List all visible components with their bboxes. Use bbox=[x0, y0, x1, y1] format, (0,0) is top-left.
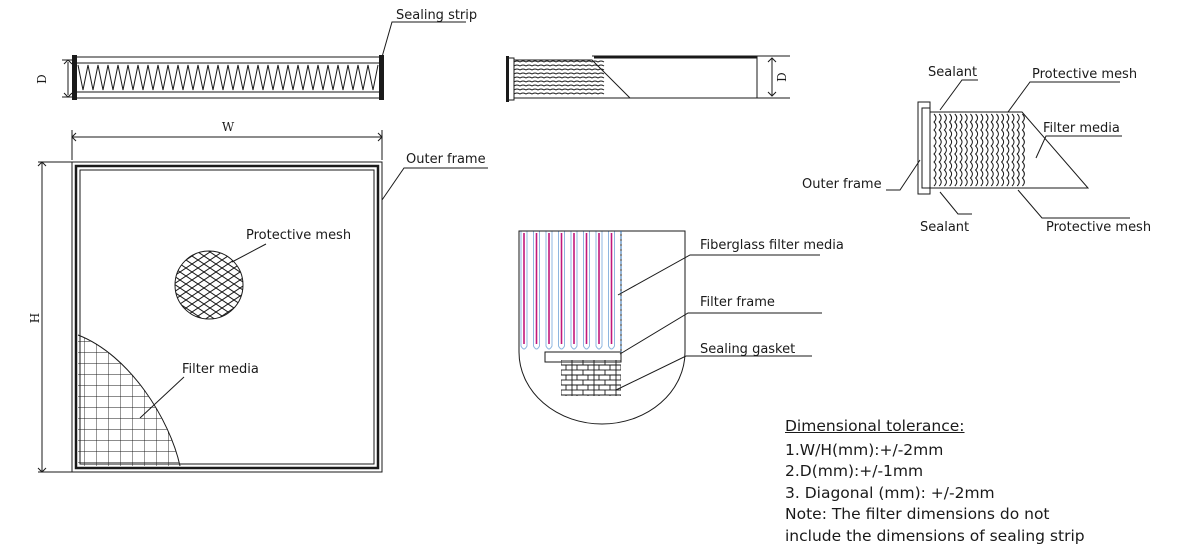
sealing-strip-label: Sealing strip bbox=[396, 8, 477, 23]
tolerance-note: include the dimensions of sealing strip bbox=[785, 526, 1085, 545]
side-view: D bbox=[506, 55, 790, 102]
height-dimension: H bbox=[28, 313, 42, 323]
protective-mesh-top-label: Protective mesh bbox=[1032, 67, 1137, 82]
sealant-bottom-label: Sealant bbox=[920, 220, 969, 235]
tolerance-line: 2.D(mm):+/-1mm bbox=[785, 462, 924, 480]
protective-mesh-bottom-label: Protective mesh bbox=[1046, 220, 1151, 235]
tolerance-note: Note: The filter dimensions do not bbox=[785, 505, 1050, 523]
tolerance-line: 1.W/H(mm):+/-2mm bbox=[785, 440, 944, 459]
magnified-section: Fiberglass filter media Filter frame Sea… bbox=[518, 230, 844, 425]
filter-frame-label: Filter frame bbox=[700, 295, 775, 310]
protective-mesh-circle bbox=[174, 250, 244, 320]
tolerance-line: 3. Diagonal (mm): +/-2mm bbox=[785, 483, 995, 502]
sealing-gasket-label: Sealing gasket bbox=[700, 342, 795, 357]
fiberglass-media-label: Fiberglass filter media bbox=[700, 238, 844, 253]
outer-frame bbox=[71, 161, 383, 473]
filter-media-cutaway bbox=[77, 334, 181, 467]
width-dimension: W bbox=[222, 120, 235, 134]
depth-dimension-side: D bbox=[775, 72, 789, 82]
front-view: W H Protective mesh Filter media Outer f… bbox=[28, 120, 488, 473]
outer-frame-label: Outer frame bbox=[406, 152, 486, 167]
outer-frame-detail-label: Outer frame bbox=[802, 177, 882, 192]
dimensional-tolerance-notes: Dimensional tolerance: 1.W/H(mm):+/-2mm … bbox=[785, 416, 1175, 547]
tolerance-title: Dimensional tolerance: bbox=[785, 417, 965, 435]
detail-view: Sealant Protective mesh Filter media Out… bbox=[802, 65, 1151, 235]
sealant-top-label: Sealant bbox=[928, 65, 977, 80]
protective-mesh-label: Protective mesh bbox=[246, 228, 351, 243]
filter-media-detail-label: Filter media bbox=[1043, 121, 1120, 136]
top-view: D Sealing strip bbox=[35, 8, 477, 100]
filter-media-label: Filter media bbox=[182, 362, 259, 377]
depth-dimension-top: D bbox=[35, 74, 49, 84]
